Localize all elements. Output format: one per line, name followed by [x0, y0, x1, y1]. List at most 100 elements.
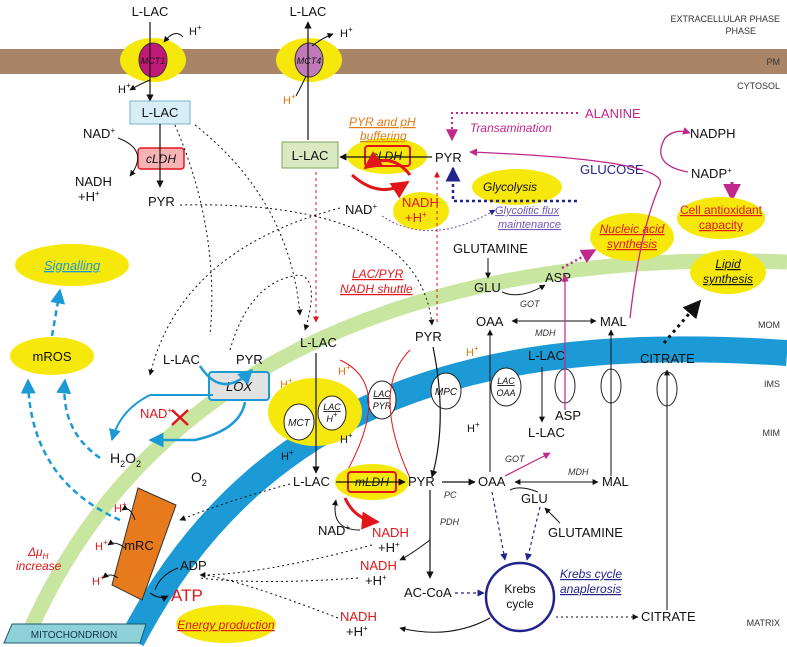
mdh-matrix: MDH [568, 467, 589, 477]
h-nadh-matrix: +H+ [378, 540, 400, 555]
glu-matrix: GLU [521, 491, 548, 506]
accoa: AC-CoA [404, 585, 452, 600]
shuttle-2: NADH shuttle [340, 282, 413, 296]
glucose: GLUCOSE [580, 162, 644, 177]
lac-pyr-bottom: PYR [373, 401, 392, 411]
nucleic-2: synthesis [607, 237, 657, 251]
mpc-label: MPC [435, 387, 458, 398]
signalling: Signalling [44, 258, 101, 273]
lac-pyr-antiporter [367, 380, 397, 420]
glycolysis: Glycolysis [483, 180, 537, 194]
pyr-left: PYR [148, 194, 175, 209]
nadh-bottom: NADH [340, 609, 377, 624]
h-nadh-bottom: +H+ [346, 624, 368, 639]
cell-antiox-2: capacity [699, 218, 743, 232]
mct-label: MCT [288, 418, 311, 429]
zone-mom: MOM [758, 320, 780, 330]
llac-cyt-center: L-LAC [292, 148, 329, 163]
glu-cyt: GLU [474, 280, 501, 295]
lipid-1: Lipid [715, 257, 741, 271]
nadh-top: NADH [402, 195, 439, 210]
llac-matrix-oaa: L-LAC [528, 425, 565, 440]
lac-pyr-top: LAC [373, 389, 391, 399]
glyco-flux-2: maintenance [498, 219, 561, 231]
nucleic-highlight [590, 213, 674, 261]
glutamine-cyt: GLUTAMINE [453, 241, 528, 256]
nadh-matrix: NADH [372, 525, 409, 540]
h-nadh-pdh: +H+ [365, 573, 387, 588]
mct4-label: MCT4 [297, 56, 322, 66]
zone-matrix: MATRIX [747, 618, 780, 628]
lipid-highlight [690, 250, 766, 294]
lac-oaa-top: LAC [497, 376, 515, 386]
outer-mitochondrial-membrane [21, 253, 787, 638]
llac-ext-left: L-LAC [132, 4, 169, 19]
mct1-transporter [138, 42, 168, 78]
mct4-transporter [294, 42, 324, 78]
llac-ims: L-LAC [300, 335, 337, 350]
mct-transporter [283, 403, 315, 441]
transamination: Transamination [470, 121, 552, 135]
got-top: GOT [520, 299, 541, 309]
llac-ext-right: L-LAC [290, 4, 327, 19]
zone-mim: MIM [763, 428, 781, 438]
krebs-anap-2: anaplerosis [560, 582, 621, 596]
adp: ADP [180, 558, 207, 573]
mrc-complex [111, 487, 177, 601]
krebs-cycle [484, 561, 556, 633]
mal-ims: MAL [600, 314, 627, 329]
pyr-matrix: PYR [408, 474, 435, 489]
oaa-matrix: OAA [478, 474, 506, 489]
zone-ims: IMS [764, 379, 780, 389]
mros-highlight [10, 337, 94, 375]
lipid-2: synthesis [703, 272, 753, 286]
pyr-lox: PYR [236, 352, 263, 367]
mdh-top: MDH [535, 328, 556, 338]
inner-mitochondrial-membrane [120, 336, 787, 647]
nadh-left: NADH [75, 174, 112, 189]
krebs-2: cycle [506, 597, 534, 611]
nucleic-1: Nucleic acid [600, 222, 665, 236]
nad-lox: NAD+ [140, 406, 172, 421]
cell-antiox-1: Cell antioxidant [680, 203, 763, 217]
energy-highlight [176, 605, 276, 643]
glutamine-matrix: GLUTAMINE [548, 525, 623, 540]
nadh-pdh: NADH [360, 558, 397, 573]
krebs-anap-1: Krebs cycle [560, 567, 622, 581]
zone-cytosol: CYTOSOL [737, 81, 780, 91]
zone-pm: PM [767, 57, 781, 67]
energy-production: Energy production [177, 618, 275, 632]
dmu-increase: increase [16, 559, 62, 573]
h-nadh-left: +H+ [78, 189, 100, 204]
mrc-label: mRC [124, 538, 154, 553]
mitochondrion-tag: MITOCHONDRION [3, 623, 147, 644]
pdh-label: PDH [440, 517, 460, 527]
citrate-ims: CITRATE [640, 351, 695, 366]
svg-text:MITOCHONDRION: MITOCHONDRION [31, 630, 117, 641]
shuttle-1: LAC/PYR [352, 267, 404, 281]
lac-h-top: LAC [323, 402, 341, 412]
alanine: ALANINE [585, 106, 641, 121]
llac-cyt-center-box [281, 141, 339, 169]
oaa-ims: OAA [476, 314, 504, 329]
atp: ATP [171, 586, 203, 605]
glycolysis-highlight [472, 169, 562, 205]
zone-extracellular: EXTRACELLULAR PHASE [670, 14, 780, 24]
nadph: NADPH [690, 126, 736, 141]
llac-ims-oaa: L-LAC [528, 348, 565, 363]
h-nadh-top: +H+ [405, 210, 427, 225]
pyr-top: PYR [435, 150, 462, 165]
nad-left: NAD+ [83, 126, 115, 141]
plasma-membrane [0, 49, 787, 74]
lac-h-bottom: H+ [326, 410, 338, 424]
pyr-ph-label-1: PYR and pH [349, 115, 416, 129]
lac-h-antiporter [317, 395, 347, 431]
mct1-label: MCT1 [141, 56, 166, 66]
mros: mROS [33, 349, 72, 364]
cldh-left-label: cLDH [146, 152, 176, 166]
llac-matrix: L-LAC [293, 474, 330, 489]
lac-oaa-antiporter [490, 367, 522, 407]
asp-cyt: ASP [545, 270, 571, 285]
o2: O2 [191, 469, 207, 488]
